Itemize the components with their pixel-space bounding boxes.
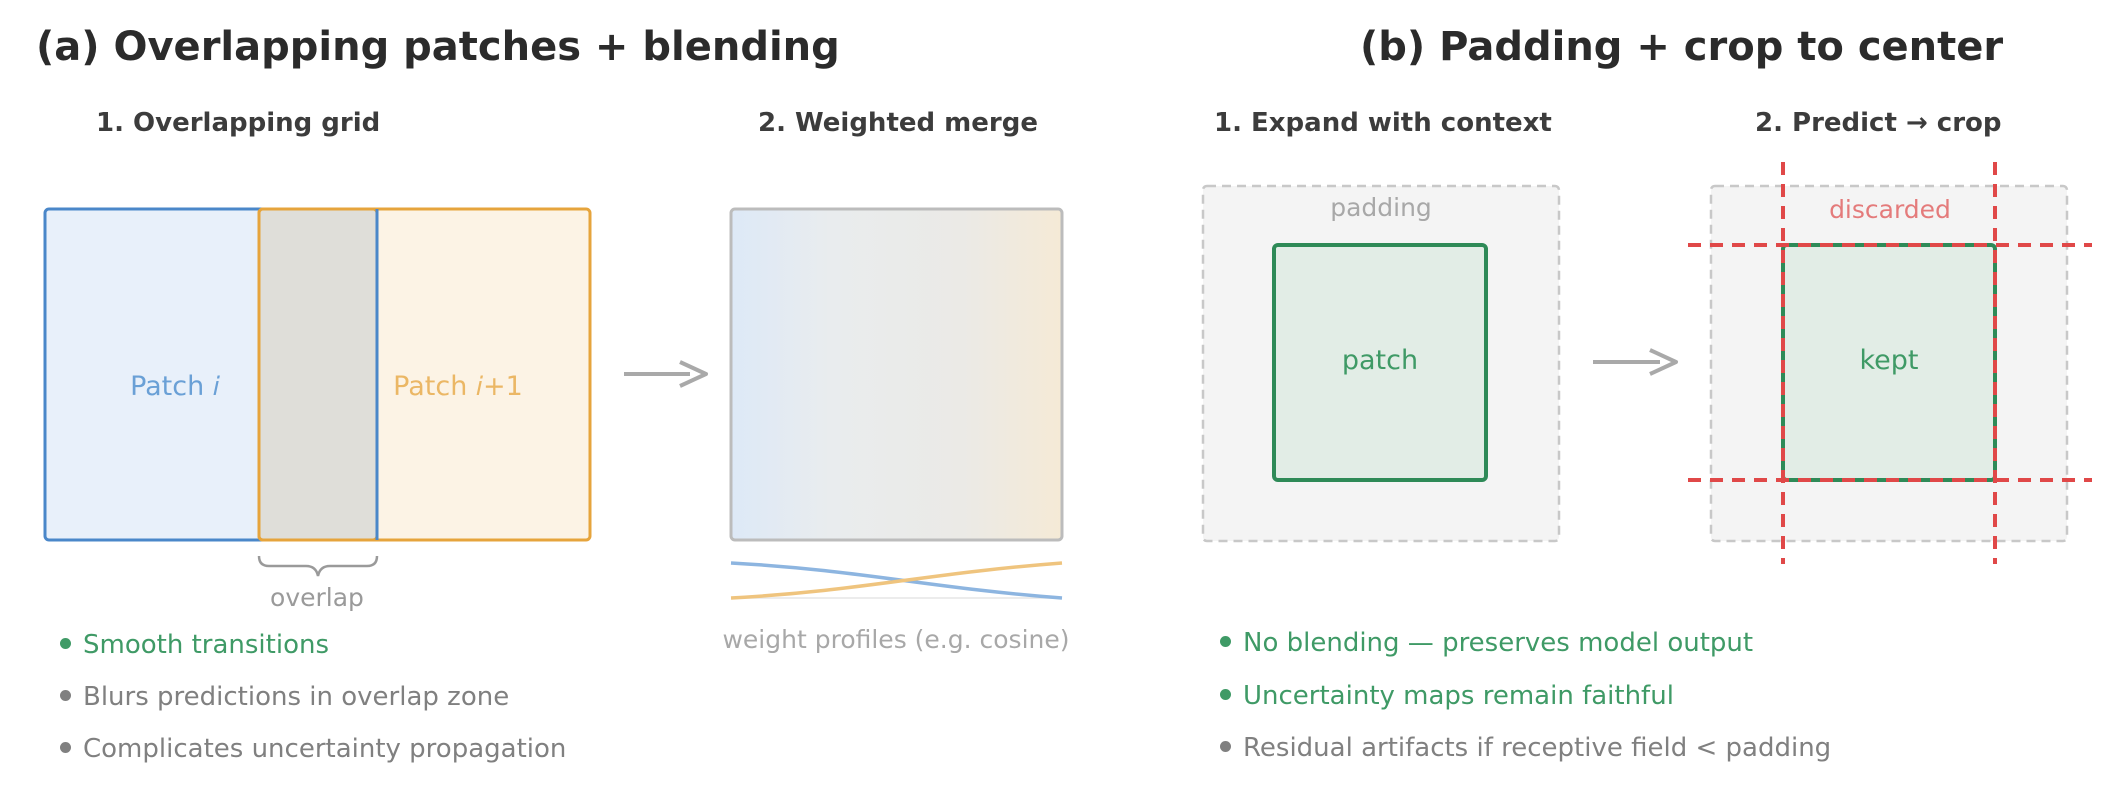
bullet-text: Smooth transitions [83, 630, 329, 660]
weight-curve-orange [730, 561, 1063, 600]
bullet-text: Residual artifacts if receptive field < … [1243, 733, 1832, 763]
panel-b-title: (b) Padding + crop to center [1360, 24, 2004, 70]
crop-arrow-icon [1649, 348, 1678, 376]
overlap-label: overlap [270, 583, 364, 612]
panel-a-step2-label: 2. Weighted merge [758, 108, 1038, 138]
bullet-dot-icon [1220, 636, 1231, 647]
bullet-dot-icon [1220, 741, 1231, 752]
bullet-dot-icon [60, 690, 71, 701]
padding-label: padding [1330, 193, 1432, 222]
panel-a-step1-label: 1. Overlapping grid [96, 108, 381, 138]
panel-a-title: (a) Overlapping patches + blending [36, 24, 840, 70]
patch-i-label: Patch 𝑖 [130, 371, 221, 402]
bullet-text: Blurs predictions in overlap zone [83, 682, 510, 712]
bullet-text: Complicates uncertainty propagation [83, 734, 567, 764]
bullet-dot-icon [1220, 689, 1231, 700]
merge-arrow-icon [679, 360, 708, 388]
patch-i1-label: Patch 𝑖+1 [393, 371, 523, 402]
weight-curve-blue [730, 561, 1063, 600]
discarded-label: discarded [1829, 195, 1951, 224]
panel-b-bullet-1: No blending — preserves model output [1220, 628, 1753, 658]
panel-b-bullet-3: Residual artifacts if receptive field < … [1220, 733, 1831, 763]
panel-b-step1-label: 1. Expand with context [1214, 108, 1552, 138]
overlap-region [259, 209, 377, 540]
panel-b-step2-label: 2. Predict → crop [1755, 108, 2002, 138]
bullet-text: No blending — preserves model output [1243, 628, 1754, 658]
merged-patch-box [729, 207, 1064, 542]
patch-label: patch [1342, 345, 1418, 376]
overlap-brace [257, 555, 379, 577]
bullet-dot-icon [60, 742, 71, 753]
patch-box [1272, 243, 1488, 482]
panel-a-bullet-1: Smooth transitions [60, 630, 329, 660]
panel-a-bullet-2: Blurs predictions in overlap zone [60, 682, 509, 712]
panel-a-bullet-3: Complicates uncertainty propagation [60, 734, 566, 764]
bullet-text: Uncertainty maps remain faithful [1243, 681, 1674, 711]
weight-profiles-label: weight profiles (e.g. cosine) [722, 625, 1069, 654]
kept-label: kept [1859, 345, 1918, 376]
bullet-dot-icon [60, 638, 71, 649]
panel-b-bullet-2: Uncertainty maps remain faithful [1220, 681, 1674, 711]
